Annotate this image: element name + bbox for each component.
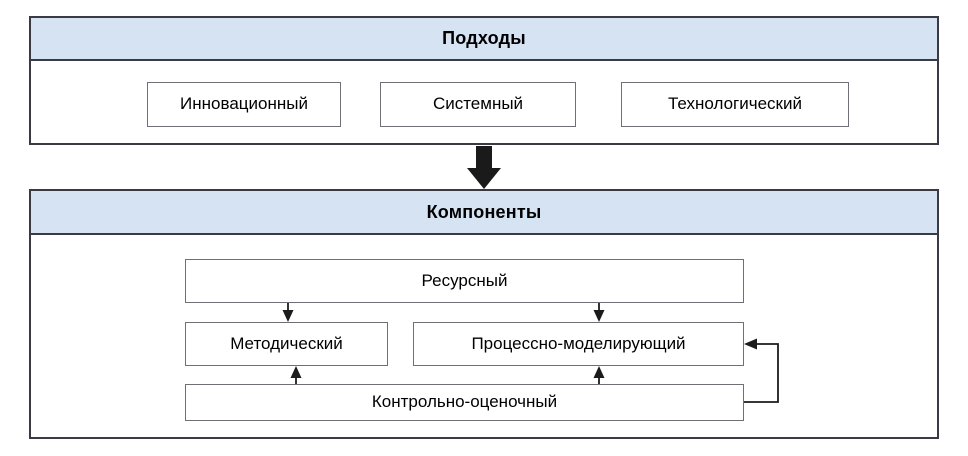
node-tehnologicheskiy: Технологический [621,82,849,127]
panel-approaches-header: Подходы [31,18,937,61]
node-processno-label: Процессно-моделирующий [471,333,686,353]
block-arrow-down-icon [467,146,501,189]
node-innovacionnyy-label: Инновационный [180,94,308,114]
node-sistemnyy-label: Системный [432,94,524,114]
node-tehnologicheskiy-label: Технологический [668,94,802,114]
node-resursnyy: Ресурсный [185,259,744,303]
node-processno: Процессно-моделирующий [413,322,744,366]
panel-components-header: Компоненты [31,191,937,235]
node-innovacionnyy: Инновационный [147,82,341,127]
node-kontrolno-label: Контрольно-оценочный [371,392,558,412]
node-resursnyy-label: Ресурсный [421,270,508,290]
node-metodicheskiy: Методический [185,322,388,366]
node-metodicheskiy-label: Методический [230,333,343,353]
node-kontrolno: Контрольно-оценочный [185,384,744,421]
node-sistemnyy: Системный [380,82,576,127]
